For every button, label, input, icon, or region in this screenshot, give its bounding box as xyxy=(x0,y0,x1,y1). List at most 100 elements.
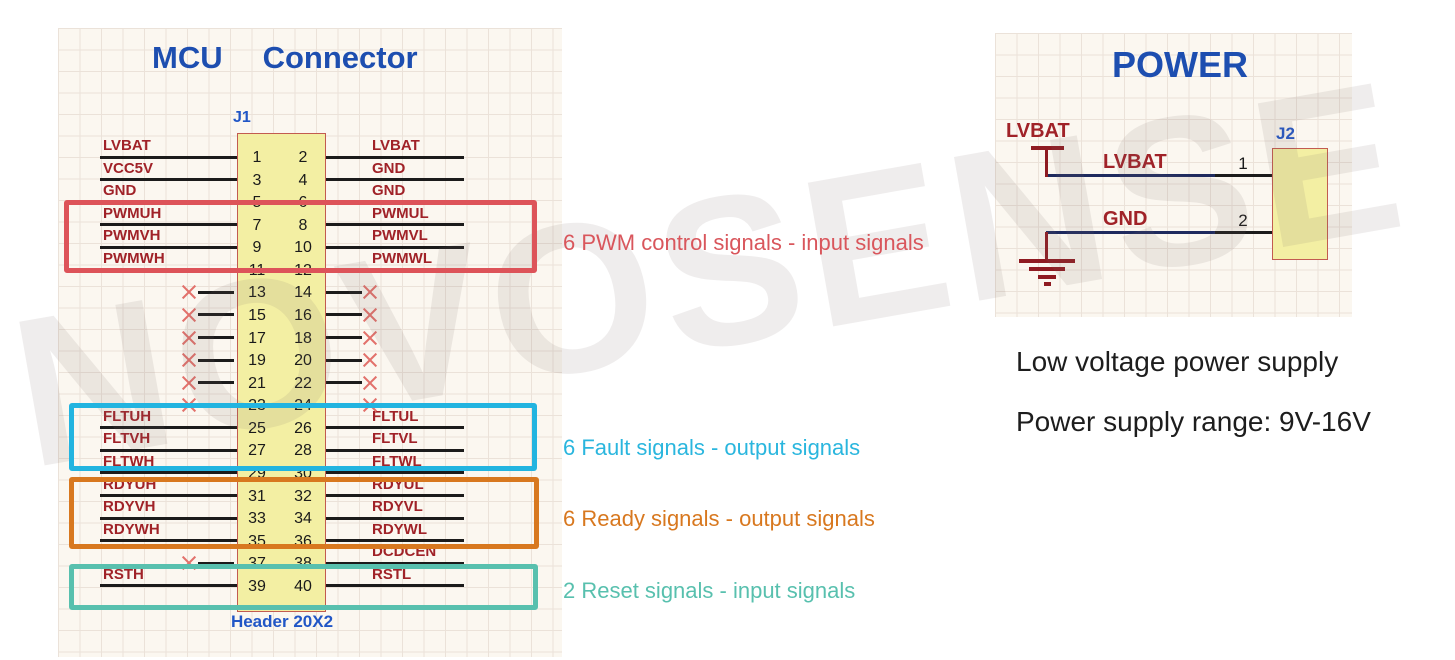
wire xyxy=(326,223,464,227)
net-label: GND xyxy=(372,182,406,200)
wire xyxy=(100,245,237,249)
nc-stub xyxy=(326,290,362,294)
mcu-title-word1: MCU xyxy=(152,40,223,75)
ready-annotation: 6 Ready signals - output signals xyxy=(563,506,875,531)
nc-stub xyxy=(326,358,362,362)
wire xyxy=(326,426,464,430)
no-connect-icon xyxy=(181,307,197,323)
pin-number: 32 xyxy=(294,487,312,505)
pin-number: 21 xyxy=(248,374,266,392)
nc-stub xyxy=(326,313,362,317)
reset-group-box xyxy=(69,564,538,610)
net-label: PWMUH xyxy=(103,204,162,222)
wire xyxy=(326,245,464,249)
power-wire-gnd xyxy=(1046,231,1215,234)
no-connect-icon xyxy=(362,284,378,300)
wire xyxy=(326,516,464,520)
pin-number: 3 xyxy=(252,171,262,189)
wire xyxy=(100,178,237,182)
j2-pin-number-2: 2 xyxy=(1238,211,1248,230)
net-label: FLTUL xyxy=(372,407,419,425)
nc-stub xyxy=(198,336,234,340)
pin-number: 28 xyxy=(294,442,312,460)
wire xyxy=(326,539,464,543)
net-label: PWMWL xyxy=(372,249,432,267)
power-note-line2: Power supply range: 9V-16V xyxy=(1016,406,1371,437)
fault-annotation: 6 Fault signals - output signals xyxy=(563,435,861,460)
net-label: VCC5V xyxy=(103,159,154,177)
pin-number: 2 xyxy=(298,149,308,166)
net-label: GND xyxy=(372,159,406,177)
pwm-annotation: 6 PWM control signals - input signals xyxy=(563,230,924,255)
pin-number: 31 xyxy=(248,487,266,505)
pin-number: 8 xyxy=(298,216,308,234)
pin-number: 10 xyxy=(294,239,312,257)
pin-number: 34 xyxy=(294,510,312,528)
wire xyxy=(100,223,237,227)
power-pin2-stub xyxy=(1215,231,1272,234)
wire xyxy=(100,426,237,430)
wire xyxy=(326,178,464,182)
net-label: PWMUL xyxy=(372,204,429,222)
j1-reference-designator: J1 xyxy=(233,109,251,126)
net-label: PWMVH xyxy=(103,227,161,245)
net-label: FLTWH xyxy=(103,452,155,470)
wire xyxy=(326,448,464,452)
net-label: FLTVL xyxy=(372,430,418,448)
ground-stem xyxy=(1045,232,1048,259)
pwm-group-box xyxy=(64,200,537,273)
nc-stub xyxy=(198,290,234,294)
wire xyxy=(326,561,464,565)
ground-icon-bar2 xyxy=(1029,267,1065,271)
no-connect-icon xyxy=(181,284,197,300)
nc-stub xyxy=(198,381,234,385)
no-connect-icon xyxy=(181,375,197,391)
pin-number: 15 xyxy=(248,306,266,324)
nc-stub xyxy=(198,313,234,317)
wire xyxy=(326,155,464,159)
power-title: POWER xyxy=(1111,44,1248,85)
pin-number: 14 xyxy=(294,284,312,302)
fault-group-box xyxy=(69,403,537,471)
net-label: RDYWH xyxy=(103,520,160,538)
pin-number: 18 xyxy=(294,329,312,347)
nc-stub xyxy=(326,336,362,340)
no-connect-icon xyxy=(362,330,378,346)
net-label: GND xyxy=(103,182,137,200)
wire xyxy=(100,494,237,498)
power-net-label-gnd: GND xyxy=(1103,208,1148,230)
net-label: LVBAT xyxy=(103,137,151,154)
wire xyxy=(326,584,464,588)
pin-number: 22 xyxy=(294,374,312,392)
wire xyxy=(100,155,237,159)
no-connect-icon xyxy=(362,352,378,368)
ground-icon xyxy=(1019,259,1075,263)
pin-number: 39 xyxy=(248,577,266,595)
pin-number: 19 xyxy=(248,352,266,370)
wire xyxy=(100,539,237,543)
pin-number: 40 xyxy=(294,577,312,595)
j2-pin-number-1: 1 xyxy=(1238,154,1248,173)
pin-number: 17 xyxy=(248,329,266,347)
wire xyxy=(100,584,237,588)
power-wire-lvbat xyxy=(1046,174,1215,177)
no-connect-icon xyxy=(181,330,197,346)
net-label: RDYWL xyxy=(372,520,427,538)
j1-footprint-label: Header 20X2 xyxy=(230,612,334,631)
pin-number: 13 xyxy=(248,284,266,302)
pin-number: 16 xyxy=(294,306,312,324)
pin-number: 25 xyxy=(248,419,266,437)
mcu-title-word2: Connector xyxy=(262,40,418,75)
wire xyxy=(100,471,237,475)
net-label: PWMWH xyxy=(103,249,165,267)
no-connect-icon xyxy=(362,307,378,323)
mcu-connector-title: MCU Connector xyxy=(152,40,418,76)
net-label: FLTVH xyxy=(103,430,151,448)
ground-icon-bar4 xyxy=(1044,282,1051,286)
j2-reference-designator: J2 xyxy=(1276,124,1295,143)
pin-number: 1 xyxy=(252,149,262,166)
pin-number: 4 xyxy=(298,171,308,189)
pin-number: 9 xyxy=(252,239,262,257)
lvbat-power-flag-label: LVBAT xyxy=(1006,120,1070,142)
